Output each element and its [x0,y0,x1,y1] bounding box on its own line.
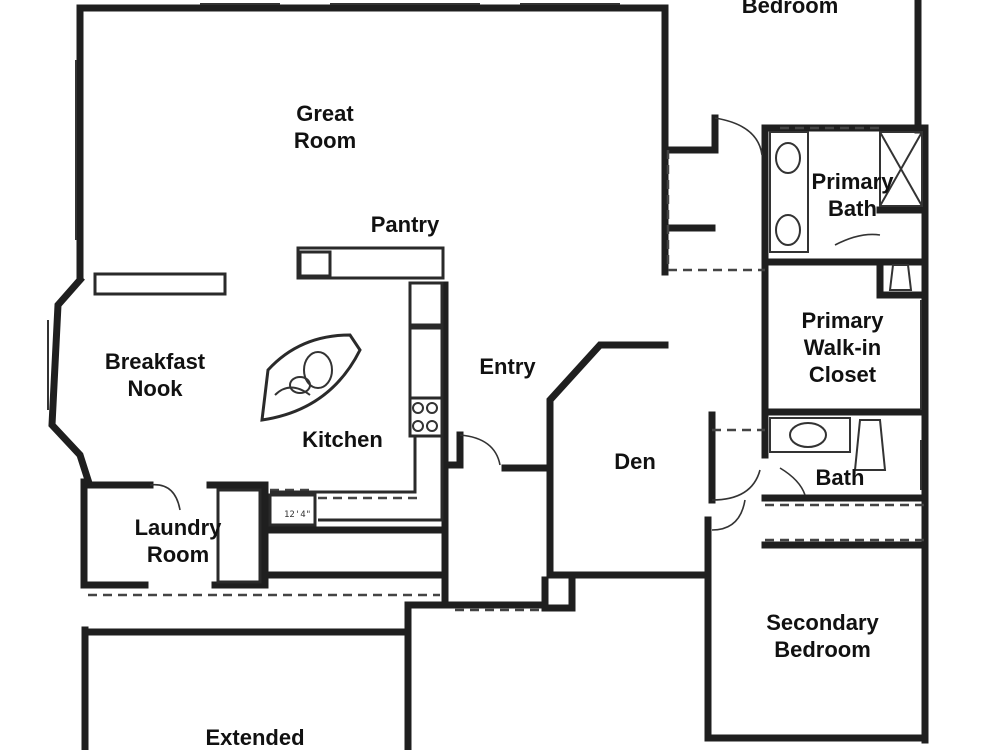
room-label-entry: Entry [479,354,536,379]
room-label-breakfast-nook: Breakfast Nook [104,349,206,401]
kitchen-island [260,333,362,422]
room-label-kitchen: Kitchen [302,427,383,452]
counter-dimension-label: 12'4" [284,510,312,520]
room-label-secondary-bedroom: Secondary Bedroom [766,610,879,662]
room-label-extended: Extended [205,725,305,750]
room-label-den: Den [614,449,656,474]
kitchen-counters [93,246,445,584]
room-label-primary-walkin-closet: Primary Walk-in Closet [801,308,884,387]
room-label-bath: Bath [815,465,865,490]
windows [47,3,922,490]
door-swings [149,117,881,531]
room-label-primary-bath: Primary Bath [811,169,894,221]
room-label-pantry: Pantry [370,212,440,237]
bath-fixtures [769,131,923,471]
room-label-great-room: Great Room [293,101,357,153]
exterior-walls [48,0,929,750]
room-label-bedroom: Bedroom [741,0,839,18]
room-label-laundry-room: Laundry Room [134,515,222,567]
